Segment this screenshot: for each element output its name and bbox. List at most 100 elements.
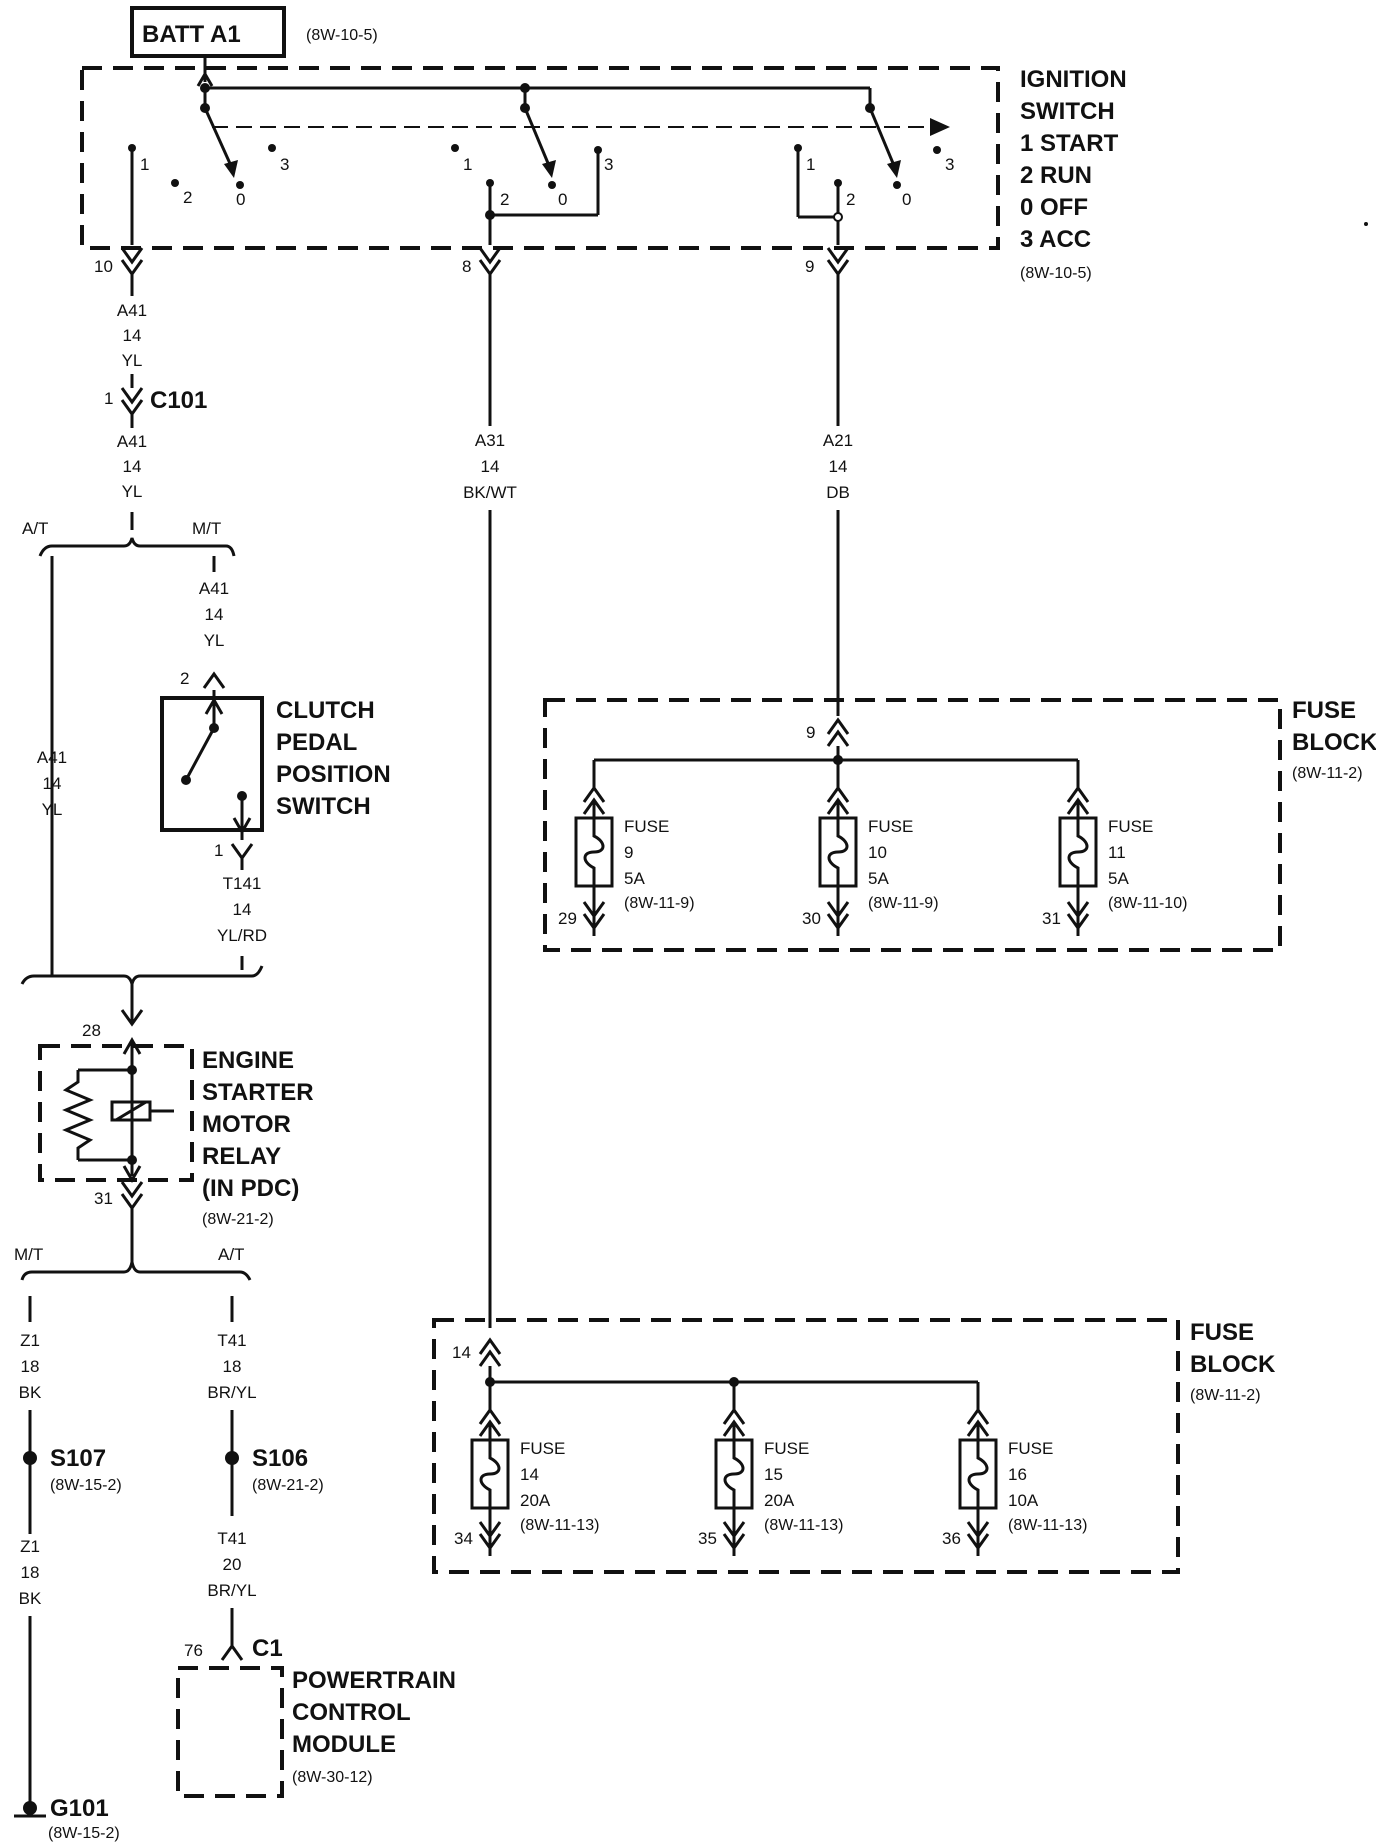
fuse-9-pin: 29 <box>558 909 577 928</box>
wire-t41-bottom: T41 20 BR/YL <box>207 1529 256 1600</box>
svg-text:STARTER: STARTER <box>202 1079 314 1106</box>
svg-text:10: 10 <box>94 257 113 276</box>
svg-text:CONTROL: CONTROL <box>292 1699 411 1726</box>
fuse-11-ref: (8W-11-10) <box>1108 895 1187 912</box>
svg-text:14: 14 <box>481 457 500 476</box>
powertrain-control-module: POWERTRAIN CONTROL MODULE (8W-30-12) <box>176 1666 456 1798</box>
fuse-9-ref: (8W-11-9) <box>624 895 695 912</box>
svg-text:A41: A41 <box>199 579 229 598</box>
svg-text:(8W-30-12): (8W-30-12) <box>292 1769 373 1786</box>
svg-text:2 RUN: 2 RUN <box>1020 162 1092 189</box>
batt-a1-ref: (8W-10-5) <box>306 27 378 44</box>
svg-text:BK/WT: BK/WT <box>463 483 517 502</box>
svg-text:DB: DB <box>826 483 850 502</box>
ign-pos-0-c: 0 <box>902 190 911 209</box>
clutch-pin-2: 2 <box>180 669 189 688</box>
fuse-10-amps: 5A <box>868 869 889 888</box>
svg-text:BLOCK: BLOCK <box>1292 729 1376 756</box>
splice-s106: S106 (8W-21-2) <box>252 1445 324 1494</box>
fuse-15-pin: 35 <box>698 1529 717 1548</box>
svg-text:T141: T141 <box>223 874 262 893</box>
svg-text:18: 18 <box>223 1357 242 1376</box>
fuse-11-amps: 5A <box>1108 869 1129 888</box>
fuse-11-num: 11 <box>1108 843 1126 862</box>
svg-text:14: 14 <box>452 1343 471 1362</box>
svg-text:S107: S107 <box>50 1445 106 1472</box>
svg-text:YL/RD: YL/RD <box>217 926 267 945</box>
svg-text:FUSE: FUSE <box>1292 697 1356 724</box>
svg-text:T41: T41 <box>217 1331 246 1350</box>
splice-s107: S107 (8W-15-2) <box>50 1445 122 1494</box>
svg-text:3 ACC: 3 ACC <box>1020 226 1091 253</box>
wire-a31: A31 14 BK/WT <box>463 431 517 502</box>
wire-a21: A21 14 DB <box>823 431 853 502</box>
fuse-10-ref: (8W-11-9) <box>868 895 939 912</box>
fuse-16-amps: 10A <box>1008 1491 1039 1510</box>
svg-text:Z1: Z1 <box>20 1331 40 1350</box>
svg-text:A41: A41 <box>117 301 147 320</box>
svg-text:(8W-21-2): (8W-21-2) <box>252 1477 324 1494</box>
ign-pos-0-a: 0 <box>236 190 245 209</box>
svg-text:A41: A41 <box>117 432 147 451</box>
ignition-switch-outline <box>80 66 1000 250</box>
clutch-pedal-position-switch: CLUTCH PEDAL POSITION SWITCH <box>160 690 391 840</box>
fuse-16-num: 16 <box>1008 1465 1027 1484</box>
batt-a1-label: BATT A1 <box>142 21 241 48</box>
fuse-block-lower: FUSE BLOCK (8W-11-2) 14 <box>432 1318 1276 1574</box>
ign-pos-2-a: 2 <box>183 188 192 207</box>
pcm-connector-c1: C1 <box>252 1635 283 1662</box>
ign-pos-1-a: 1 <box>140 155 149 174</box>
ign-pos-3-b: 3 <box>604 155 613 174</box>
fuse-15-num: 15 <box>764 1465 783 1484</box>
svg-text:FUSE: FUSE <box>1190 1319 1254 1346</box>
wire-a41-below-c101: A41 14 YL <box>117 432 147 501</box>
fuse-16-pin: 36 <box>942 1529 961 1548</box>
svg-text:18: 18 <box>21 1357 40 1376</box>
svg-text:BK: BK <box>19 1589 42 1608</box>
fuse-10-num: 10 <box>868 843 887 862</box>
svg-text:(8W-11-2): (8W-11-2) <box>1292 765 1363 782</box>
svg-text:YL: YL <box>42 800 63 819</box>
ign-pos-3-c: 3 <box>945 155 954 174</box>
wire-a41-mt: A41 14 YL <box>199 579 229 650</box>
fuse-block-upper: FUSE BLOCK (8W-11-2) 9 <box>543 697 1376 952</box>
fuse-16-ref: (8W-11-13) <box>1008 1517 1087 1534</box>
ignition-pin-9: 9 <box>805 247 850 277</box>
wire-t41-top: T41 18 BR/YL <box>207 1331 256 1402</box>
pcm-pin-76: 76 <box>184 1641 203 1660</box>
svg-text:9: 9 <box>806 723 815 742</box>
fuse-14-word: FUSE <box>520 1439 565 1458</box>
branch-at-mt-top: A/T M/T <box>22 519 236 557</box>
splice-s107-dot <box>23 1451 37 1465</box>
fuse-15-word: FUSE <box>764 1439 809 1458</box>
svg-text:CLUTCH: CLUTCH <box>276 697 375 724</box>
svg-text:(8W-15-2): (8W-15-2) <box>50 1477 122 1494</box>
svg-text:14: 14 <box>43 774 62 793</box>
svg-text:1 START: 1 START <box>1020 130 1119 157</box>
ign-pos-1-c: 1 <box>806 155 815 174</box>
fuse-10-pin: 30 <box>802 909 821 928</box>
svg-text:POWERTRAIN: POWERTRAIN <box>292 1667 456 1694</box>
splice-s106-dot <box>225 1451 239 1465</box>
ign-pos-0-b: 0 <box>558 190 567 209</box>
svg-text:C101: C101 <box>150 387 207 414</box>
svg-text:A/T: A/T <box>22 519 48 538</box>
svg-text:14: 14 <box>123 326 142 345</box>
fuse-14-amps: 20A <box>520 1491 551 1510</box>
fuse-16-word: FUSE <box>1008 1439 1053 1458</box>
wire-z1-bottom: Z1 18 BK <box>19 1537 42 1608</box>
svg-text:SWITCH: SWITCH <box>1020 98 1115 125</box>
svg-text:G101: G101 <box>50 1795 109 1822</box>
fuse-11-pin: 31 <box>1042 909 1061 928</box>
ignition-switch-ref: (8W-10-5) <box>1020 265 1092 282</box>
ignition-pin-10: 10 <box>94 247 144 277</box>
fuse-15-amps: 20A <box>764 1491 795 1510</box>
fuse-11-word: FUSE <box>1108 817 1153 836</box>
wire-a41-top: A41 14 YL <box>117 301 147 370</box>
svg-text:1: 1 <box>104 389 113 408</box>
svg-text:BR/YL: BR/YL <box>207 1383 256 1402</box>
branch-mt-at-bottom: M/T A/T <box>14 1245 252 1281</box>
